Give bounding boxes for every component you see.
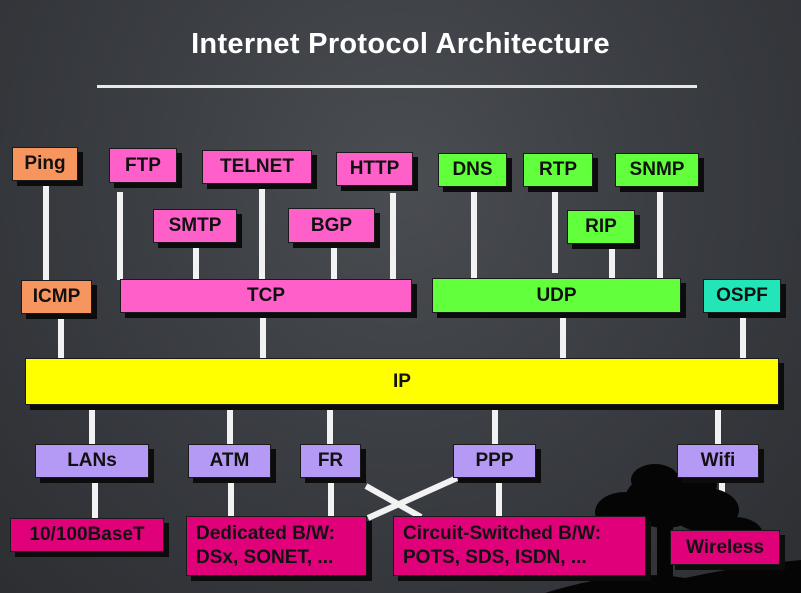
node-icmp: ICMP	[21, 280, 92, 314]
node-ping: Ping	[12, 147, 78, 181]
node-circuit-switched-bw-line2: POTS, SDS, ISDN, ...	[403, 547, 587, 568]
node-tcp-label: TCP	[247, 285, 285, 307]
node-http: HTTP	[336, 152, 413, 186]
link-fr-circuit	[364, 483, 423, 520]
node-udp-label: UDP	[536, 284, 577, 306]
node-lans-label: LANs	[67, 450, 117, 472]
node-http-label: HTTP	[349, 158, 400, 180]
node-10-100baset: 10/100BaseT	[10, 518, 164, 552]
node-dedicated-bw: Dedicated B/W: DSx, SONET, ...	[186, 516, 367, 576]
node-bgp-label: BGP	[310, 214, 353, 236]
node-10-100baset-label: 10/100BaseT	[29, 524, 145, 546]
node-tcp: TCP	[120, 279, 412, 313]
node-lans: LANs	[35, 444, 149, 478]
node-wifi: Wifi	[677, 444, 759, 478]
node-circuit-switched-bw: Circuit-Switched B/W: POTS, SDS, ISDN, .…	[393, 516, 646, 576]
node-rtp-label: RTP	[539, 159, 577, 181]
node-wireless: Wireless	[670, 530, 780, 565]
node-snmp: SNMP	[615, 153, 699, 187]
node-wireless-label: Wireless	[686, 536, 764, 558]
node-wifi-label: Wifi	[700, 450, 736, 472]
node-atm-label: ATM	[209, 450, 250, 472]
node-rip: RIP	[567, 210, 635, 244]
node-snmp-label: SNMP	[629, 159, 685, 181]
node-rtp: RTP	[523, 153, 593, 187]
title-underline	[97, 85, 697, 88]
node-ppp: PPP	[453, 444, 536, 478]
node-ping-label: Ping	[24, 153, 66, 175]
node-rip-label: RIP	[585, 216, 617, 238]
node-telnet-label: TELNET	[220, 156, 294, 178]
node-smtp-label: SMTP	[168, 215, 222, 237]
node-ospf: OSPF	[703, 279, 781, 313]
link-ppp-dedicated	[366, 475, 459, 521]
node-ppp-label: PPP	[475, 450, 514, 472]
node-ospf-label: OSPF	[716, 285, 768, 307]
node-dedicated-bw-line1: Dedicated B/W:	[196, 523, 336, 545]
node-fr: FR	[300, 444, 361, 478]
node-fr-label: FR	[317, 450, 344, 472]
node-udp: UDP	[432, 278, 681, 313]
node-ip: IP	[25, 358, 779, 405]
node-ftp: FTP	[109, 148, 177, 183]
node-circuit-switched-bw-line1: Circuit-Switched B/W:	[403, 523, 602, 545]
node-dns: DNS	[438, 153, 507, 187]
node-telnet: TELNET	[202, 150, 312, 184]
node-ip-label: IP	[393, 370, 411, 392]
node-icmp-label: ICMP	[32, 286, 81, 308]
node-smtp: SMTP	[153, 209, 237, 243]
node-dedicated-bw-line2: DSx, SONET, ...	[196, 547, 334, 568]
node-ftp-label: FTP	[125, 154, 161, 176]
node-dns-label: DNS	[452, 159, 493, 181]
diagram-title: Internet Protocol Architecture	[191, 28, 610, 60]
node-atm: ATM	[188, 444, 271, 478]
node-bgp: BGP	[288, 208, 375, 243]
